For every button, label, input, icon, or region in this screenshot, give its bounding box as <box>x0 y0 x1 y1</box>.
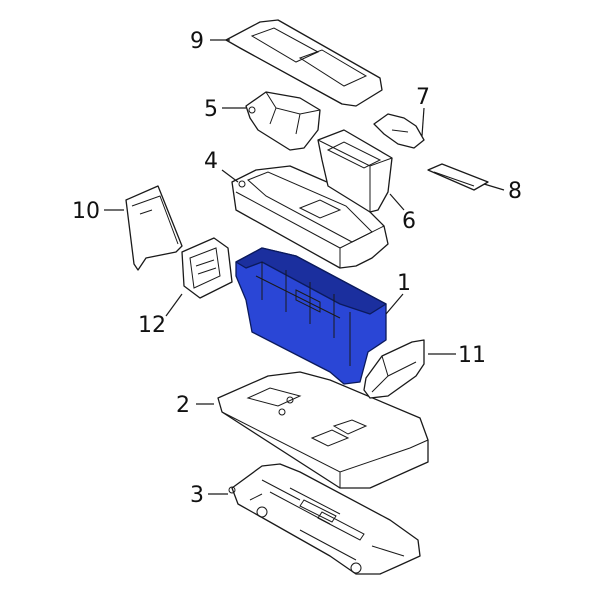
callout-12[interactable]: 12 <box>138 313 166 338</box>
leader-lines <box>104 39 505 495</box>
callout-7[interactable]: 7 <box>416 85 430 110</box>
callout-10[interactable]: 10 <box>72 199 100 224</box>
part-5-cup-holder[interactable] <box>245 91 321 151</box>
callout-8[interactable]: 8 <box>508 179 522 204</box>
part-11-end-cap[interactable] <box>363 339 425 399</box>
part-2-base-panel[interactable] <box>217 371 429 489</box>
part-3-floor-bracket[interactable] <box>228 463 421 575</box>
callout-11[interactable]: 11 <box>458 343 486 368</box>
part-8-mat[interactable] <box>427 163 489 191</box>
callout-2[interactable]: 2 <box>176 393 190 418</box>
part-1-console-body[interactable] <box>235 247 387 385</box>
part-9-top-trim[interactable] <box>225 19 383 107</box>
callout-1[interactable]: 1 <box>397 271 411 296</box>
part-10-side-bracket[interactable] <box>125 185 183 271</box>
callout-4[interactable]: 4 <box>204 149 218 174</box>
callout-5[interactable]: 5 <box>204 97 218 122</box>
part-4-storage-bin[interactable] <box>231 165 389 269</box>
callout-6[interactable]: 6 <box>402 209 416 234</box>
part-12-bracket[interactable] <box>181 237 233 299</box>
callout-3[interactable]: 3 <box>190 483 204 508</box>
part-6-console-insert[interactable] <box>317 129 393 213</box>
callout-9[interactable]: 9 <box>190 29 204 54</box>
part-7-pad[interactable] <box>373 113 425 149</box>
